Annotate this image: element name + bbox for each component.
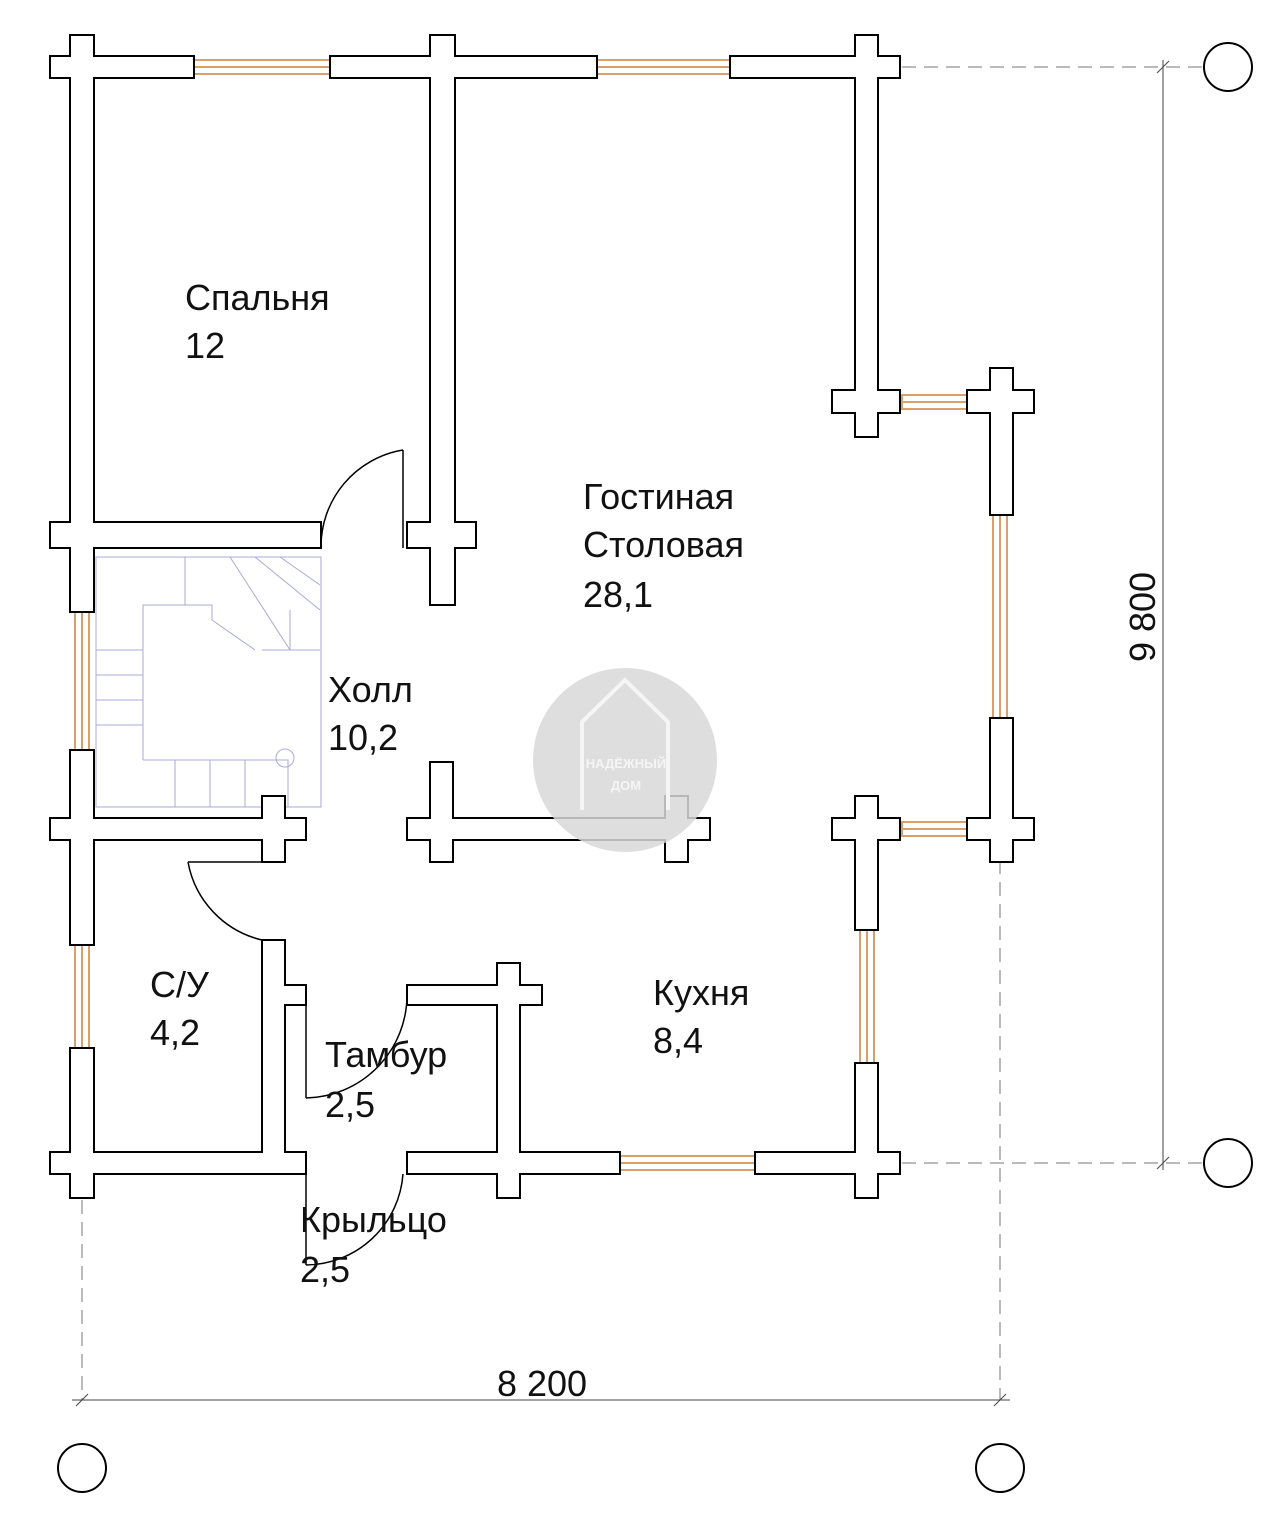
dimension-width-label: 8 200 [497,1363,587,1404]
room-name2-living: Столовая [583,524,744,565]
room-area-living: 28,1 [583,574,653,615]
room-name-bedroom: Спальня [185,277,330,318]
room-area-kitchen: 8,4 [653,1020,703,1061]
window-bay-top [901,394,968,410]
door-vestibule [305,994,408,1099]
wall-west-bath [49,749,307,946]
wall-bay-north [966,367,1035,516]
window-bay-side [992,514,1008,719]
logo-text-line1: НАДЁЖНЫЙ [586,756,666,771]
dimension-lines [72,60,1170,1407]
staircase [95,556,322,808]
room-labels: Спальня 12 Гостиная Столовая 28,1 Холл 1… [150,277,749,1290]
room-area-bath: 4,2 [150,1012,200,1053]
room-name-hall: Холл [328,669,413,710]
axis-marker-top-right [1203,42,1253,92]
door-entrance [305,1173,404,1266]
walls [49,34,1035,1199]
room-name-living: Гостиная [583,476,734,517]
wall-south-east [754,1062,901,1199]
room-name-porch: Крыльцо [300,1199,447,1240]
room-name-bath: С/У [150,964,210,1005]
window-top-left [193,59,331,75]
room-area-bedroom: 12 [185,325,225,366]
room-name-vestibule: Тамбур [325,1034,447,1075]
wall-bay-south [966,717,1035,863]
axis-marker-bottom-left [57,1443,107,1493]
wall-east-kitchen [831,795,901,931]
room-area-hall: 10,2 [328,717,398,758]
wall-north-west [49,34,322,613]
window-bath-left [74,944,90,1049]
dimension-height-label: 9 800 [1122,572,1163,662]
window-bay-bottom [901,821,968,837]
logo-text-line2: ДОМ [611,778,641,793]
window-top-right [596,59,731,75]
house-icon [580,677,670,810]
axis-markers [57,42,1253,1493]
room-area-porch: 2,5 [300,1249,350,1290]
doors [187,449,408,1266]
window-kitchen-bottom [619,1155,756,1171]
logo-watermark: НАДЁЖНЫЙ ДОМ [533,668,717,852]
window-hall-left [74,611,90,751]
door-bathroom [187,861,285,941]
room-area-vestibule: 2,5 [325,1084,375,1125]
room-name-kitchen: Кухня [653,972,749,1013]
axis-marker-mid-right [1203,1138,1253,1188]
grid-lines [81,66,1205,1400]
wall-north-east [729,34,901,438]
window-kitchen-side [859,929,875,1064]
door-bedroom [320,449,404,549]
wall-south-center [406,962,621,1199]
wall-north-center [329,34,598,606]
axis-marker-bottom-right [975,1443,1025,1493]
